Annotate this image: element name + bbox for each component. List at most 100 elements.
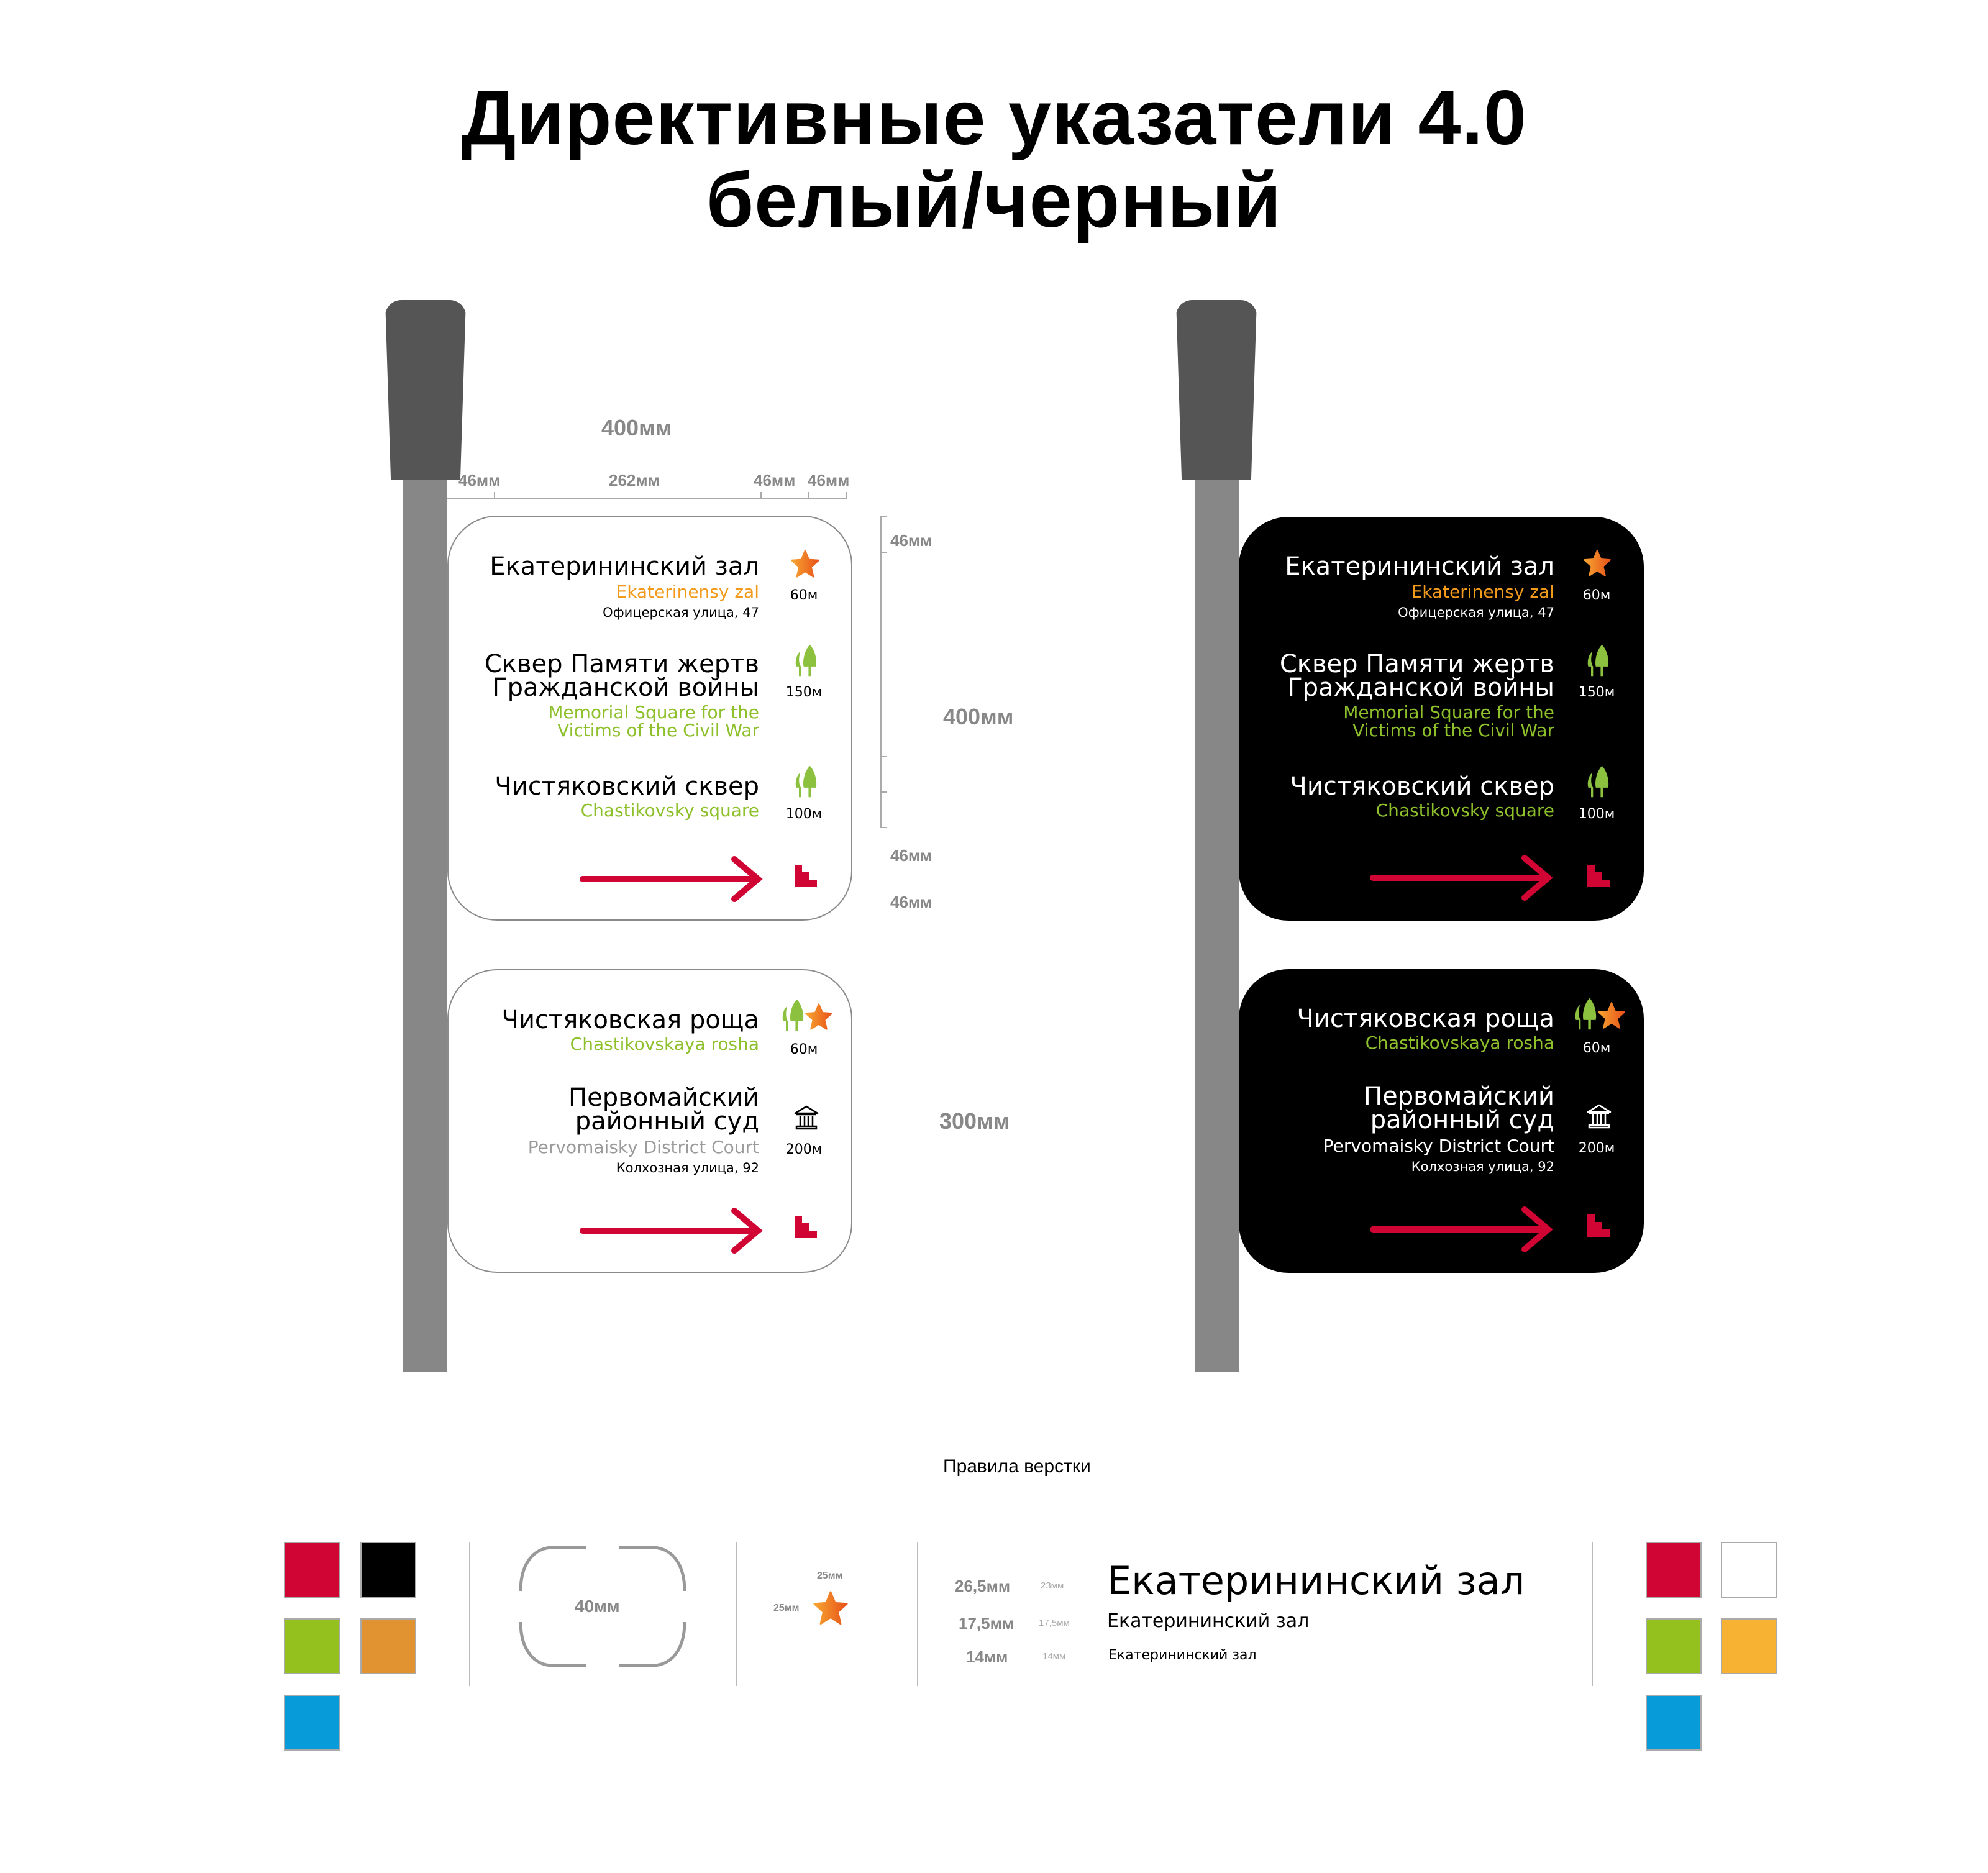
color-swatch-red [284,1542,340,1598]
dim-tick [494,492,495,498]
color-swatch-orange [360,1618,416,1674]
destination-chistyakovsky-square: Чистяковский сквер Chastikovsky square [1231,774,1554,820]
dim-height-main: 400мм [943,704,1014,729]
dim-tick [880,552,887,553]
typo-size-1: 26,5мм [955,1577,1011,1595]
destination-name-en: Chastikovskaya rosha [1365,1032,1554,1053]
destination-name-en-line1: Memorial Square for the [548,702,759,722]
destination-name: Екатерининский зал [490,552,759,581]
typo-line-3: 14мм [1042,1651,1066,1662]
court-icon [794,1105,819,1130]
divider [736,1542,737,1686]
trees-icon [792,643,819,678]
icon-size-height: 25мм [817,1570,843,1581]
star-icon [1583,549,1612,578]
dim-width-part-1: 46мм [458,471,501,490]
dim-width-part-2: 262мм [609,471,660,490]
arrow-right-icon [580,1208,763,1254]
destination-name: Чистяковский сквер [1290,772,1554,801]
stairs-icon [1587,1214,1610,1237]
destination-name-line2: Гражданской войны [1287,673,1554,702]
destination-address: Колхозная улица, 92 [616,1160,759,1175]
destination-address: Офицерская улица, 47 [603,605,759,620]
icon-size-width: 25мм [773,1603,800,1613]
color-swatch-green [1646,1618,1702,1674]
dim-tick [846,492,847,498]
color-swatch-light-orange [1721,1618,1777,1674]
destination-chistyakovsky-square: Чистяковский сквер Chastikovsky square [436,774,759,820]
sign-black-1: Екатерининский зал Ekaterinensy zal Офиц… [1239,517,1644,921]
destination-ekaterininsky: Екатерининский зал Ekaterinensy zal Офиц… [1231,554,1554,620]
destination-name-en-line1: Memorial Square for the [1343,702,1554,722]
dim-height-bottom-1: 46мм [890,846,932,865]
corner-radius-label: 40мм [575,1597,620,1616]
sign-white-1: Екатерининский зал Ekaterinensy zal Офиц… [447,516,852,921]
destination-name-en: Chastikovsky square [580,800,759,821]
trees-icon [1584,643,1612,678]
divider [469,1542,470,1686]
distance: 100м [785,806,823,822]
distance: 150м [785,685,823,700]
destination-district-court: Первомайский районный суд Pervomaisky Di… [436,1083,759,1175]
star-icon [805,1003,833,1031]
arrow-right-icon [1370,1206,1553,1252]
destination-name-line2: районный суд [1370,1106,1554,1134]
typo-sample-1: Екатерининский зал [1107,1558,1525,1603]
destination-name-line1: Сквер Памяти жертв [1279,650,1554,678]
arrow-right-icon [580,856,763,902]
sign-black-2: Чистяковская роща Chastikovskaya rosha 6… [1239,969,1644,1273]
color-swatch-white [1721,1542,1777,1598]
trees-icon [779,998,806,1032]
distance: 200м [1578,1141,1615,1156]
color-swatch-blue [1646,1695,1702,1751]
dim-tick [880,827,887,828]
destination-name-en: Pervomaisky District Court [527,1137,759,1157]
destination-name: Чистяковская роща [501,1006,759,1034]
dim-height-top: 46мм [890,531,932,550]
destination-name-en: Chastikovsky square [1375,800,1554,821]
destination-address: Офицерская улица, 47 [1398,605,1554,620]
dim-height-bottom-2: 46мм [890,893,932,911]
distance: 60м [1582,588,1611,603]
star-icon [813,1590,849,1626]
color-swatch-black [360,1542,416,1598]
trees-icon [1572,996,1599,1031]
pole-cap-left [385,300,466,480]
destination-name: Чистяковский сквер [495,772,759,801]
page-title-line1: Директивные указатели 4.0 [461,75,1527,161]
typo-line-1: 23мм [1041,1580,1064,1591]
court-icon [1587,1104,1612,1129]
color-swatch-blue [284,1695,340,1751]
destination-name-line1: Первомайский [1364,1082,1554,1111]
dim-tick [808,492,809,498]
destination-name-line1: Первомайский [568,1083,759,1112]
divider [1592,1542,1593,1686]
dim-tick [880,791,887,793]
dim-width-part-3: 46мм [754,471,796,490]
destination-name-en-line2: Victims of the Civil War [557,720,759,741]
typo-size-3: 14мм [966,1647,1008,1666]
rules-heading: Правила верстки [943,1456,1091,1477]
destination-ekaterininsky: Екатерининский зал Ekaterinensy zal Офиц… [436,554,759,620]
dim-tick [880,756,887,757]
destination-name-en: Pervomaisky District Court [1323,1136,1554,1156]
typo-size-2: 17,5мм [959,1614,1015,1633]
distance: 60м [1582,1041,1611,1056]
distance: 200м [785,1142,823,1157]
destination-address: Колхозная улица, 92 [1411,1159,1554,1174]
stairs-icon [1587,865,1610,887]
stairs-icon [795,865,817,887]
dim-height-second-sign: 300мм [939,1108,1010,1134]
distance: 60м [790,1042,818,1057]
dim-width-part-4: 46мм [808,471,850,490]
dim-line-horizontal [447,498,847,499]
typo-line-2: 17,5мм [1039,1618,1070,1628]
distance: 100м [1578,806,1615,822]
destination-name: Чистяковская роща [1297,1005,1554,1033]
stairs-icon [795,1216,817,1238]
trees-icon [1584,764,1612,799]
color-swatch-green [284,1618,340,1674]
distance: 150м [1578,685,1615,700]
destination-name-en: Ekaterinensy zal [1411,581,1554,602]
pole-right [1195,480,1239,1372]
